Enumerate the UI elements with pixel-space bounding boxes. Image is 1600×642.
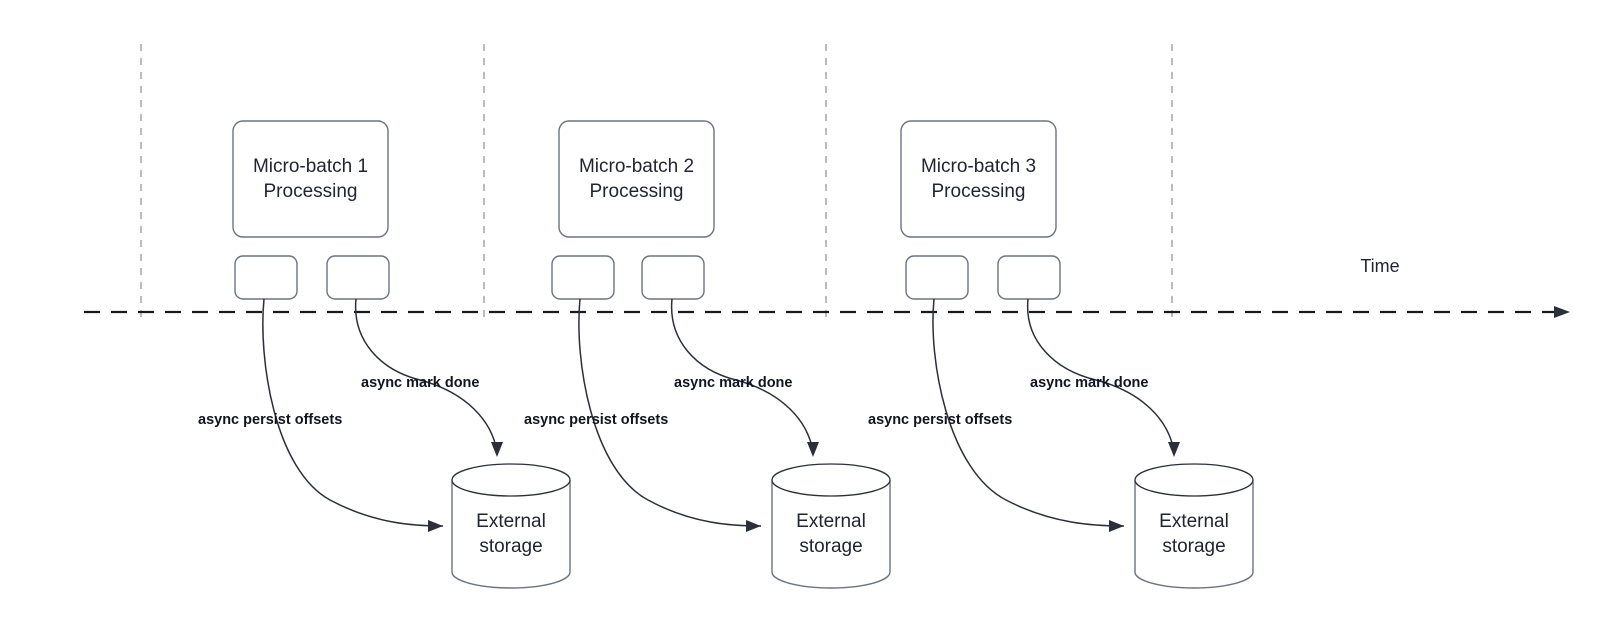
- async-persist-offsets-edge-label: async persist offsets: [198, 412, 342, 428]
- micro-batch-box[interactable]: [558, 120, 715, 238]
- micro-batch-title: Micro-batch 2: [579, 156, 694, 177]
- storage-cylinder-body: [771, 480, 891, 589]
- micro-batch-title: Micro-batch 1: [253, 156, 368, 177]
- time-axis-arrow-icon: [1554, 306, 1570, 318]
- micro-batch-title: Micro-batch 3: [921, 156, 1036, 177]
- micro-batch-box[interactable]: [900, 120, 1057, 238]
- async-persist-offsets-edge-arrow-icon: [746, 520, 761, 532]
- storage-label-line1: External: [476, 511, 546, 532]
- storage-label-line2: storage: [479, 536, 542, 557]
- micro-batch-box[interactable]: [232, 120, 389, 238]
- mark-done-task[interactable]: [641, 255, 705, 300]
- micro-batch-subtitle: Processing: [590, 181, 684, 202]
- persist-offsets-task[interactable]: [551, 255, 615, 300]
- async-mark-done-edge-label: async mark done: [361, 375, 479, 391]
- persist-offsets-task[interactable]: [905, 255, 969, 300]
- async-persist-offsets-edge-arrow-icon: [1109, 520, 1124, 532]
- async-persist-offsets-edge: [932, 298, 1125, 527]
- storage-cylinder-body: [1134, 480, 1254, 589]
- storage-cylinder-top[interactable]: [451, 463, 571, 497]
- micro-batch-subtitle: Processing: [932, 181, 1026, 202]
- async-mark-done-edge-arrow-icon: [491, 442, 503, 457]
- persist-offsets-task[interactable]: [234, 255, 298, 300]
- storage-label-line2: storage: [1162, 536, 1225, 557]
- mark-done-task[interactable]: [997, 255, 1061, 300]
- async-mark-done-edge: [354, 298, 498, 453]
- storage-cylinder-top[interactable]: [1134, 463, 1254, 497]
- async-persist-offsets-edge: [578, 298, 762, 527]
- time-axis-label: Time: [1360, 256, 1399, 276]
- storage-label-line1: External: [796, 511, 866, 532]
- mark-done-task[interactable]: [326, 255, 390, 300]
- async-mark-done-edge-arrow-icon: [1168, 442, 1180, 457]
- micro-batch-subtitle: Processing: [264, 181, 358, 202]
- async-persist-offsets-edge: [262, 298, 444, 527]
- async-persist-offsets-edge-label: async persist offsets: [524, 412, 668, 428]
- async-mark-done-edge-arrow-icon: [807, 442, 819, 457]
- async-mark-done-edge-label: async mark done: [1030, 375, 1148, 391]
- storage-label-line1: External: [1159, 511, 1229, 532]
- storage-cylinder-top[interactable]: [771, 463, 891, 497]
- storage-label-line2: storage: [799, 536, 862, 557]
- async-mark-done-edge: [670, 298, 814, 453]
- async-mark-done-edge: [1026, 298, 1175, 453]
- async-persist-offsets-edge-arrow-icon: [428, 520, 443, 532]
- async-mark-done-edge-label: async mark done: [674, 375, 792, 391]
- async-persist-offsets-edge-label: async persist offsets: [868, 412, 1012, 428]
- storage-cylinder-body: [451, 480, 571, 589]
